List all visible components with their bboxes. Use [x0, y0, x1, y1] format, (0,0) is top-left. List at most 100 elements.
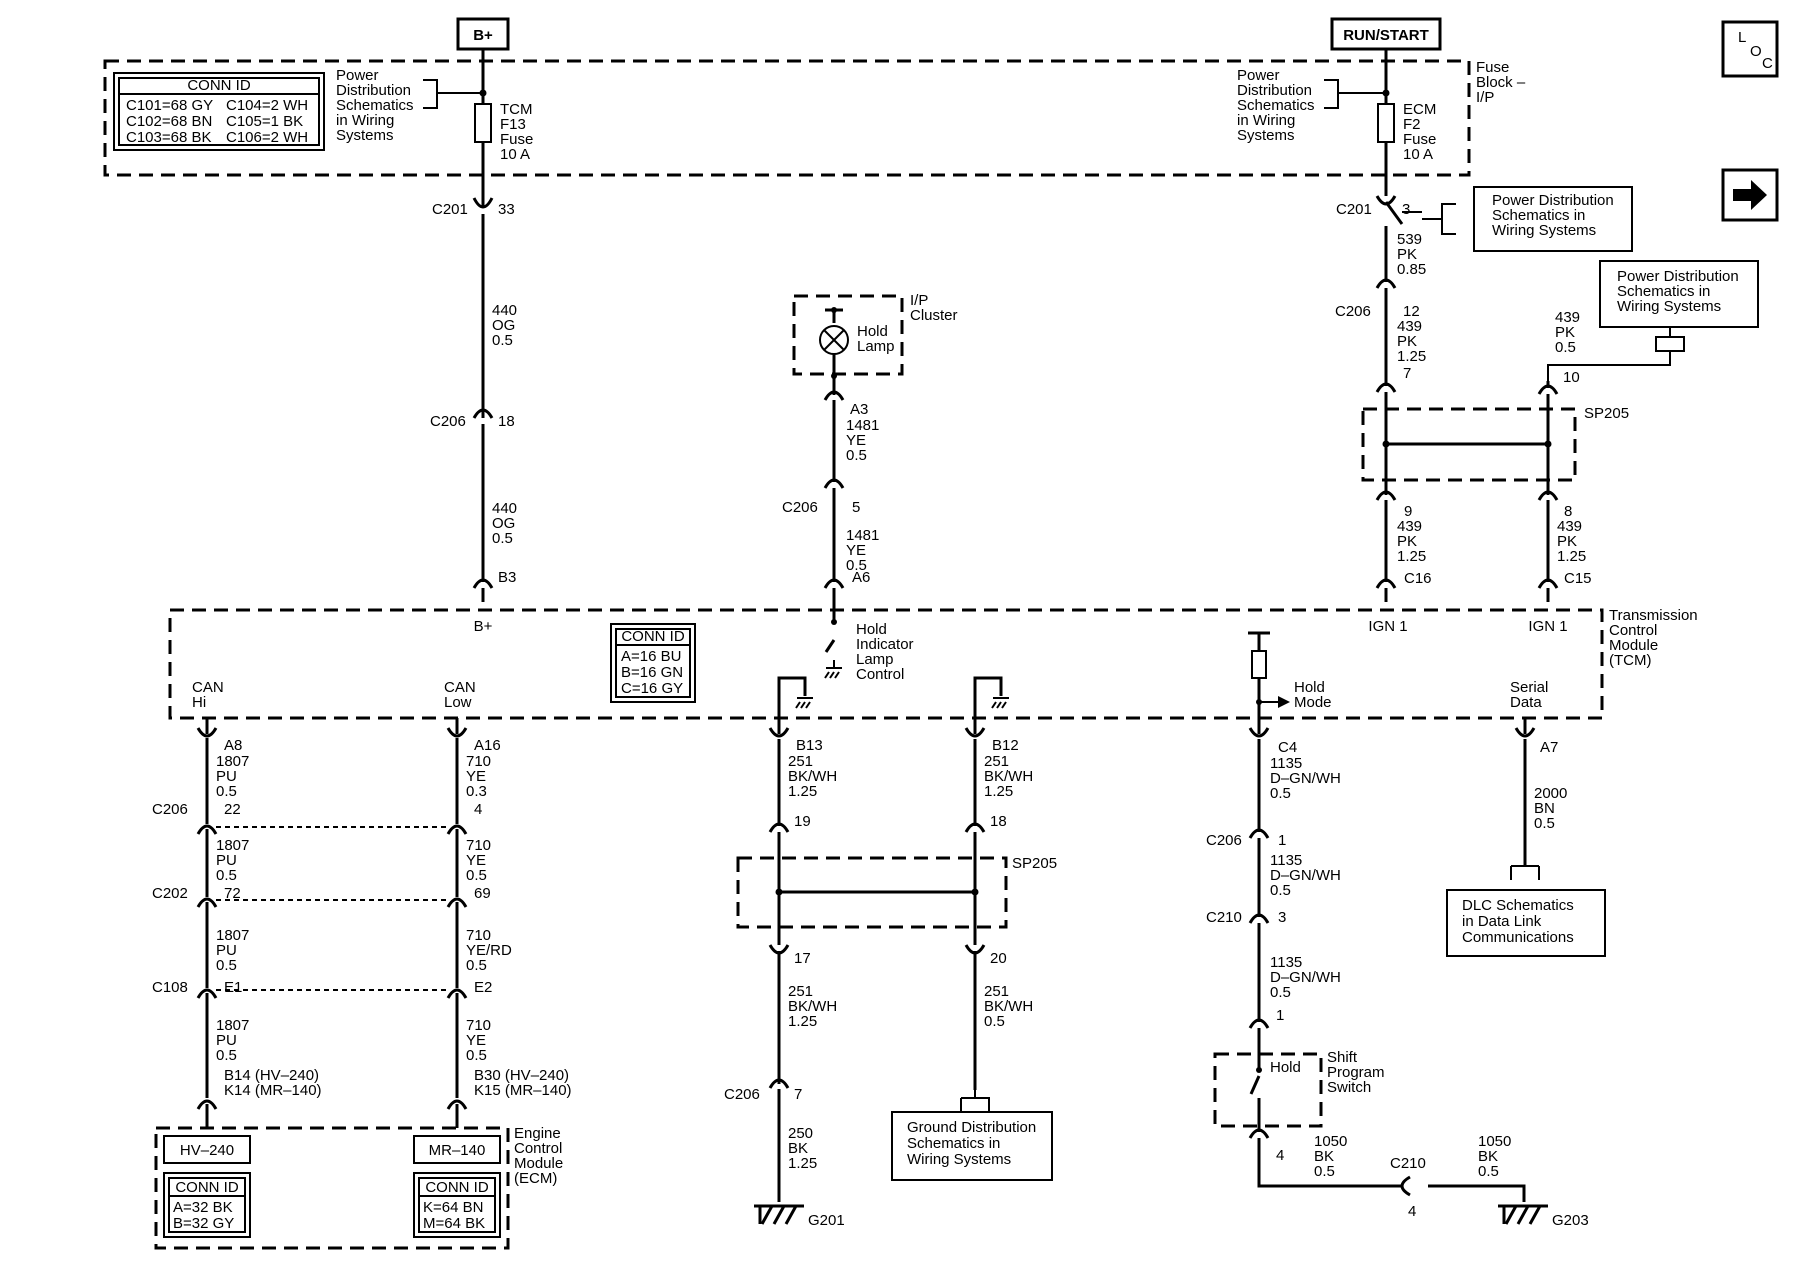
svg-text:ECM: ECM [1403, 101, 1436, 118]
svg-text:Fuse: Fuse [500, 131, 533, 148]
svg-text:1.25: 1.25 [984, 783, 1013, 800]
hold-switch-icon[interactable]: Hold [1249, 1050, 1301, 1120]
svg-text:1481: 1481 [846, 527, 879, 544]
svg-text:Power: Power [336, 67, 379, 84]
tcm-internal-ground-icon-2 [973, 676, 1009, 718]
svg-text:0.5: 0.5 [1478, 1163, 1499, 1180]
svg-text:72: 72 [224, 885, 241, 902]
svg-text:0.5: 0.5 [492, 332, 513, 349]
svg-text:22: 22 [224, 801, 241, 818]
svg-text:OG: OG [492, 515, 515, 532]
sp205-bottom-outline [736, 856, 1008, 929]
svg-text:BK/WH: BK/WH [788, 998, 837, 1015]
svg-text:7: 7 [794, 1086, 802, 1103]
svg-text:C201: C201 [1336, 201, 1372, 218]
ecm-fuse-splice [1382, 89, 1390, 97]
loc-badge[interactable]: L O C [1721, 20, 1779, 78]
svg-text:in Data Link: in Data Link [1462, 913, 1542, 930]
svg-text:0.5: 0.5 [846, 557, 867, 574]
svg-text:0.5: 0.5 [1270, 984, 1291, 1001]
svg-text:B14 (HV–240): B14 (HV–240) [224, 1067, 319, 1084]
svg-text:0.5: 0.5 [1534, 815, 1555, 832]
svg-text:Indicator: Indicator [856, 636, 914, 653]
svg-text:Distribution: Distribution [336, 82, 411, 99]
svg-text:3: 3 [1402, 201, 1410, 218]
svg-text:B3: B3 [498, 569, 516, 586]
ground-dist-ref-box[interactable]: Ground Distribution Schematics in Wiring… [891, 1090, 1053, 1181]
svg-text:251: 251 [788, 983, 813, 1000]
svg-text:Control: Control [514, 1140, 562, 1157]
tcm-fuse-splice [479, 89, 487, 97]
svg-text:IGN 1: IGN 1 [1368, 618, 1407, 635]
svg-text:C106=2 WH: C106=2 WH [226, 129, 308, 146]
svg-text:A16: A16 [474, 737, 501, 754]
svg-text:C206: C206 [1335, 303, 1371, 320]
run-start-header: RUN/START [1343, 27, 1429, 44]
svg-text:TCM: TCM [500, 101, 533, 118]
right-power-dist-ref[interactable]: Power Distribution Schematics in Wiring … [1237, 67, 1386, 144]
hold-mode-input-icon [1248, 631, 1290, 718]
svg-text:B=16 GN: B=16 GN [621, 664, 683, 681]
ecm-module-outline [154, 1126, 510, 1250]
svg-text:OG: OG [492, 317, 515, 334]
svg-text:710: 710 [466, 927, 491, 944]
svg-text:PK: PK [1557, 533, 1577, 550]
svg-text:0.5: 0.5 [466, 867, 487, 884]
right-arrow-icon[interactable] [1721, 168, 1779, 222]
svg-text:C105=1 BK: C105=1 BK [226, 113, 303, 130]
svg-text:8: 8 [1564, 503, 1572, 520]
svg-text:A=16 BU: A=16 BU [621, 648, 681, 665]
svg-text:E1: E1 [224, 979, 242, 996]
svg-text:Hold: Hold [1270, 1059, 1301, 1076]
hold-lamp-label: Hold Lamp [857, 323, 895, 355]
svg-text:YE: YE [846, 542, 866, 559]
svg-text:HV–240: HV–240 [180, 1142, 234, 1159]
hold-lamp-icon [819, 307, 849, 383]
power-dist-ref-box-2[interactable]: Power Distribution Schematics in Wiring … [1547, 260, 1759, 381]
svg-text:B30 (HV–240): B30 (HV–240) [474, 1067, 569, 1084]
svg-text:C206: C206 [430, 413, 466, 430]
svg-text:Module: Module [1609, 637, 1658, 654]
svg-text:10: 10 [1563, 369, 1580, 386]
svg-text:MR–140: MR–140 [429, 1142, 486, 1159]
svg-text:1.25: 1.25 [788, 1155, 817, 1172]
svg-text:Distribution: Distribution [1237, 82, 1312, 99]
tcm-conn-id-table: CONN ID A=16 BU B=16 GN C=16 GY [610, 623, 696, 703]
svg-text:A6: A6 [852, 569, 870, 586]
svg-text:Systems: Systems [1237, 127, 1295, 144]
sp205-top-outline [1361, 407, 1577, 482]
hold-indicator-label: Hold Indicator Lamp Control [856, 621, 914, 683]
svg-text:Wiring Systems: Wiring Systems [907, 1151, 1011, 1168]
svg-text:F13: F13 [500, 116, 526, 133]
svg-text:BK: BK [1314, 1148, 1334, 1165]
svg-text:10 A: 10 A [1403, 146, 1433, 163]
dlc-ref-box[interactable]: DLC Schematics in Data Link Communicatio… [1446, 865, 1606, 957]
svg-text:Low: Low [444, 694, 472, 711]
svg-text:3: 3 [1278, 909, 1286, 926]
ip-cluster-label: I/P Cluster [910, 292, 958, 324]
svg-text:440: 440 [492, 302, 517, 319]
serial-data-label: Serial Data [1510, 679, 1548, 711]
svg-text:Engine: Engine [514, 1125, 561, 1142]
svg-text:E2: E2 [474, 979, 492, 996]
ground-circuit-b12: B12 251 BK/WH 1.25 18 20 251 BK/WH 0.5 [964, 718, 1033, 1090]
svg-text:9: 9 [1404, 503, 1412, 520]
svg-text:0.5: 0.5 [1314, 1163, 1335, 1180]
svg-text:B13: B13 [796, 737, 823, 754]
power-dist-ref-box-1[interactable]: Power Distribution Schematics in Wiring … [1402, 186, 1633, 252]
hold-lamp-circuit: A3 1481 YE 0.5 C206 5 1481 YE 0.5 A6 [782, 383, 879, 602]
svg-text:SP205: SP205 [1012, 855, 1057, 872]
svg-text:440: 440 [492, 500, 517, 517]
svg-text:Ground Distribution: Ground Distribution [907, 1119, 1036, 1136]
g201-ground-icon: G201 [754, 1204, 845, 1229]
fuse-block-label: Fuse Block – I/P [1476, 59, 1526, 106]
svg-text:YE/RD: YE/RD [466, 942, 512, 959]
svg-text:PK: PK [1397, 333, 1417, 350]
svg-text:Lamp: Lamp [856, 651, 894, 668]
left-power-dist-ref[interactable]: Power Distribution Schematics in Wiring … [336, 67, 483, 144]
svg-text:0.5: 0.5 [216, 783, 237, 800]
svg-text:IGN 1: IGN 1 [1528, 618, 1567, 635]
svg-text:Block –: Block – [1476, 74, 1526, 91]
svg-text:C101=68 GY: C101=68 GY [126, 97, 213, 114]
svg-text:12: 12 [1403, 303, 1420, 320]
